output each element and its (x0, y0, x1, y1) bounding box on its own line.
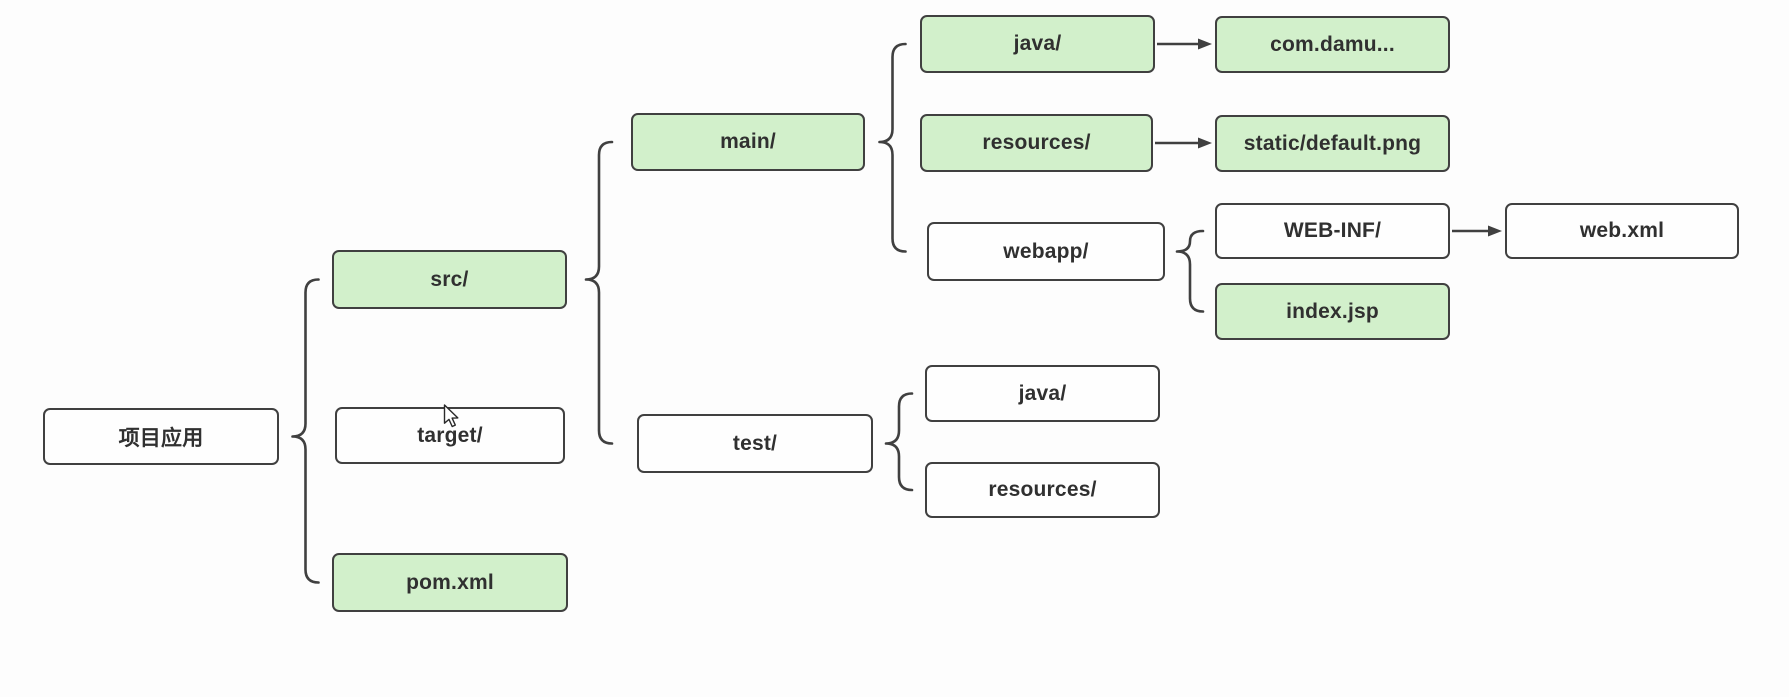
brace-connector-test (884, 392, 914, 492)
node-project-root[interactable]: 项目应用 (43, 408, 279, 465)
node-index-jsp[interactable]: index.jsp (1215, 283, 1450, 340)
node-label: src/ (430, 267, 469, 291)
node-java-test[interactable]: java/ (925, 365, 1160, 422)
mouse-cursor-icon (443, 404, 459, 428)
node-test[interactable]: test/ (637, 414, 873, 473)
brace-connector-root (291, 278, 320, 584)
arrow-head-resources_main-to-static_default (1198, 137, 1212, 149)
node-label: java/ (1018, 381, 1067, 405)
node-label: main/ (720, 130, 776, 153)
node-label: target/ (417, 423, 483, 447)
brace-connector-src (584, 140, 614, 445)
node-label: web.xml (1579, 219, 1665, 242)
node-label: static/default.png (1243, 131, 1422, 155)
node-resources-main[interactable]: resources/ (920, 114, 1153, 172)
brace-connector-main (878, 42, 907, 253)
node-web-xml[interactable]: web.xml (1505, 203, 1739, 259)
node-webapp[interactable]: webapp/ (927, 222, 1165, 281)
node-web-inf[interactable]: WEB-INF/ (1215, 203, 1450, 259)
arrow-head-web_inf-to-web_xml (1488, 225, 1502, 237)
node-main[interactable]: main/ (631, 113, 865, 171)
brace-connector-webapp (1175, 229, 1205, 313)
node-label: WEB-INF/ (1283, 219, 1382, 242)
node-resources-test[interactable]: resources/ (925, 462, 1160, 518)
node-label: index.jsp (1286, 299, 1379, 323)
node-label: com.damu... (1270, 32, 1395, 56)
arrow-head-java_main-to-com_damu (1198, 38, 1212, 50)
node-java-main[interactable]: java/ (920, 15, 1155, 73)
node-src[interactable]: src/ (332, 250, 567, 309)
node-pom-xml[interactable]: pom.xml (332, 553, 568, 612)
node-label: resources/ (982, 131, 1091, 154)
node-label: 项目应用 (118, 426, 204, 450)
node-com-damu-package[interactable]: com.damu... (1215, 16, 1450, 73)
node-static-default-png[interactable]: static/default.png (1215, 115, 1450, 172)
node-label: pom.xml (406, 570, 494, 594)
node-label: test/ (732, 431, 778, 455)
node-label: resources/ (988, 478, 1097, 501)
node-label: webapp/ (1003, 239, 1089, 263)
node-label: java/ (1013, 32, 1062, 55)
